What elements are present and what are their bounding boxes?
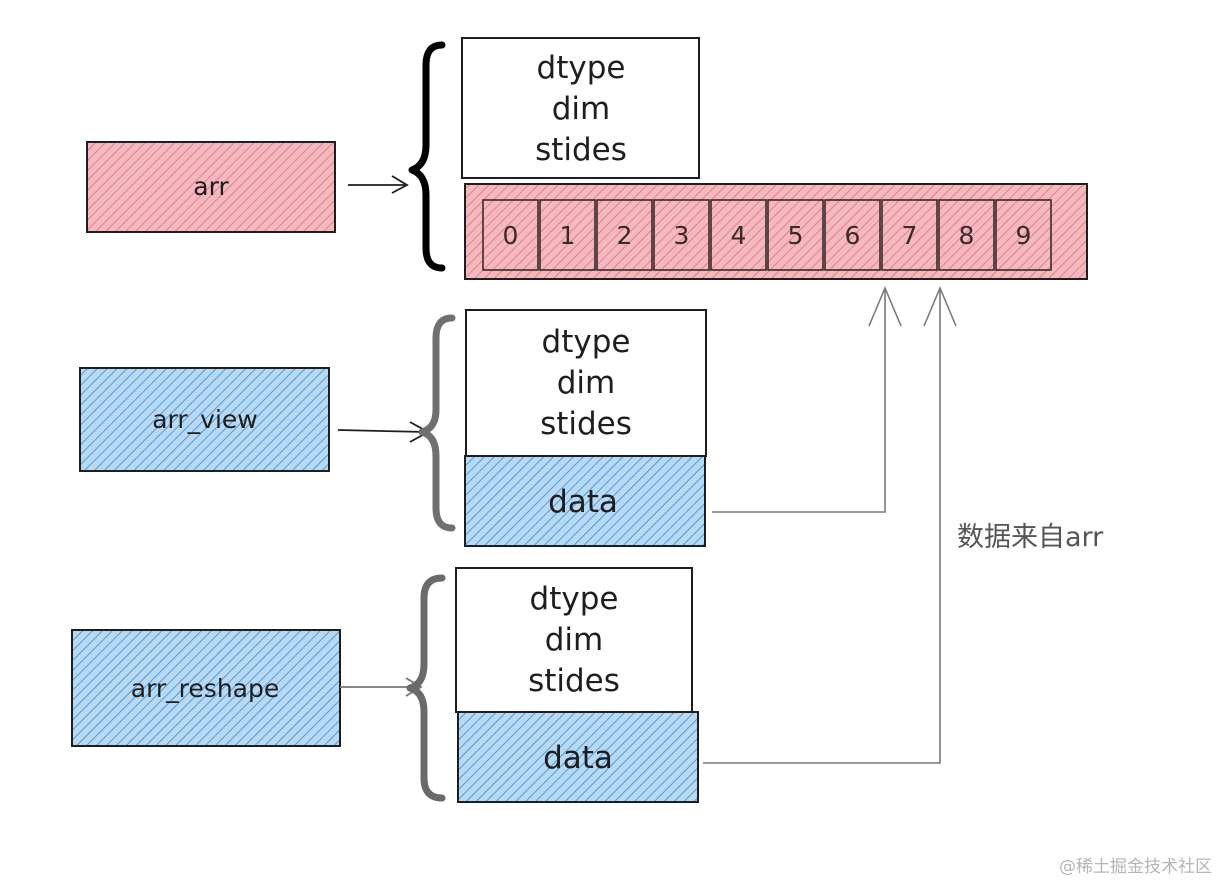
arr-cell-box [824,199,881,271]
arr-reshape-variable-box [71,629,341,747]
arr-reshape-meta-stides: stides [528,663,620,699]
arr-reshape-data-box [457,711,699,803]
arr-pointer-arrow [348,175,409,194]
arr-cell-box [539,199,596,271]
arr-reshape-data-label: data [543,740,613,776]
view-to-arr-connector [712,285,902,513]
arr-cell-box [767,199,824,271]
arr-cell-box [596,199,653,271]
arr-view-group: arr_view dtype dim stides data [79,309,707,547]
arr-meta-stides: stides [535,132,627,168]
arr-reshape-variable-label: arr_reshape [131,674,280,703]
arr-view-meta-dim: dim [557,365,616,401]
arr-view-variable-box [79,367,330,472]
arr-cell-box [881,199,938,271]
arr-reshape-meta-dtype: dtype [530,581,619,617]
arr-view-meta-stides: stides [540,406,632,442]
arr-variable-label: arr [193,172,229,201]
arr-variable-box [86,141,336,233]
arr-cell-value: 7 [902,221,918,250]
arr-meta-dtype: dtype [537,50,626,86]
arr-cell-value: 0 [503,221,519,250]
arr-reshape-meta-dim: dim [545,622,604,658]
arr-cell-value: 9 [1016,221,1032,250]
watermark: @稀土掘金技术社区 [1059,857,1212,877]
arr-cell-value: 2 [617,221,633,250]
arr-view-brace [418,314,456,532]
arr-view-meta-dtype: dtype [542,324,631,360]
arr-view-variable-label: arr_view [152,405,258,434]
arr-view-metadata-box [465,309,707,457]
arr-cell-value: 6 [845,221,861,250]
arr-cell-box [995,199,1052,271]
arr-view-data-label: data [548,484,618,520]
arr-cell-box [710,199,767,271]
arr-brace [408,41,446,272]
arr-view-data-box [464,455,706,547]
arr-cell-box [653,199,710,271]
arr-reshape-group: arr_reshape dtype dim stides data [71,567,699,803]
reshape-to-arr-connector [703,285,957,764]
arr-data-cells: 0 1 2 3 4 5 6 7 8 9 [482,199,1052,271]
arr-cell-value: 1 [560,221,576,250]
arr-reshape-brace [406,574,446,802]
arr-cell-value: 3 [674,221,690,250]
arr-group: arr dtype dim stides 0 1 2 3 4 5 6 7 8 9 [86,37,1088,280]
arr-cell-value: 4 [731,221,747,250]
arr-cell-value: 5 [788,221,804,250]
arr-cell-box [482,199,539,271]
arr-view-pointer-arrow [337,421,430,443]
arr-meta-dim: dim [552,91,611,127]
arr-metadata-box [461,37,700,179]
arr-cell-value: 8 [959,221,975,250]
arr-cell-box [938,199,995,271]
data-source-note: 数据来自arr [957,522,1104,553]
arr-reshape-metadata-box [455,567,693,713]
